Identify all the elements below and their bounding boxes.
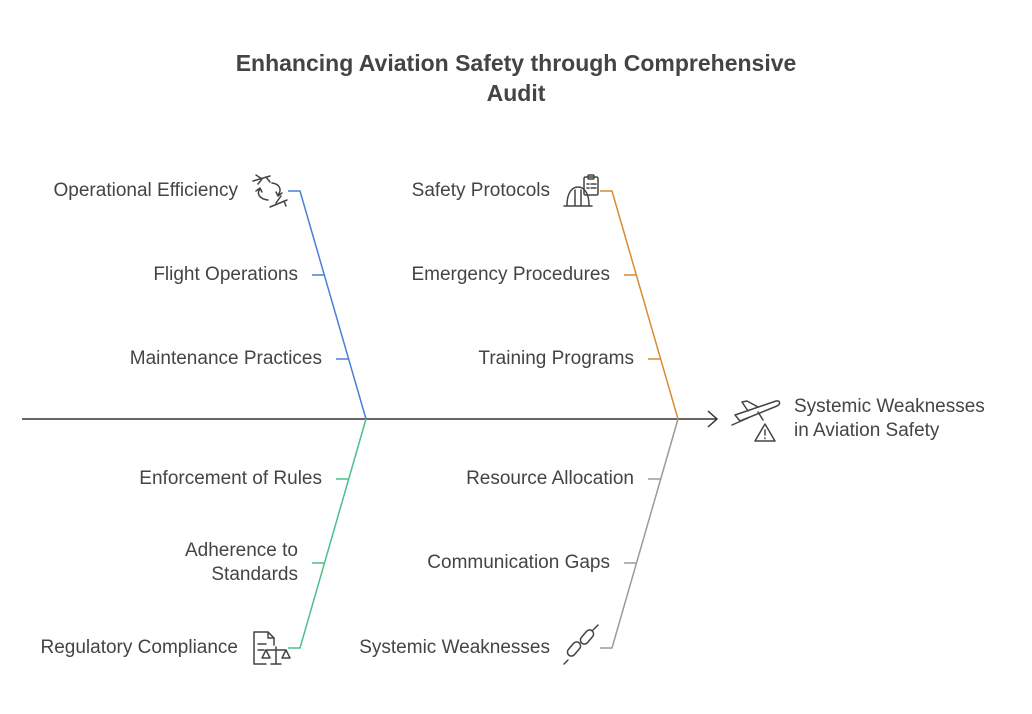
planes-exchange-icon <box>252 174 288 208</box>
broken-chain-icon <box>563 624 599 665</box>
cause-communication-gaps: Communication Gaps <box>427 552 610 573</box>
bone-regulatory-line <box>288 418 367 649</box>
title-line-2: Audit <box>486 80 546 106</box>
cause-flight-operations: Flight Operations <box>153 264 298 285</box>
hardhat-clipboard-icon <box>563 174 599 207</box>
bone-operations <box>288 190 367 420</box>
cause-emergency-procedures: Emergency Procedures <box>411 264 610 285</box>
bone-regulatory-head-label: Regulatory Compliance <box>40 637 239 658</box>
effect-line-1: Systemic Weaknesses <box>794 396 985 417</box>
diagram-title: Enhancing Aviation Safety through Compre… <box>216 48 816 108</box>
bone-safety <box>600 190 679 420</box>
bone-operations-line <box>288 190 367 420</box>
cause-enforcement-of-rules: Enforcement of Rules <box>139 468 322 489</box>
effect-line-2: in Aviation Safety <box>794 420 940 441</box>
spine-arrowhead <box>707 410 719 428</box>
cause-maintenance-practices: Maintenance Practices <box>129 348 322 369</box>
cause-adherence-line-2: Standards <box>211 564 298 585</box>
bone-systemic <box>600 418 679 649</box>
bone-systemic-head-label: Systemic Weaknesses <box>359 637 550 658</box>
cause-training-programs: Training Programs <box>478 348 634 369</box>
bone-safety-line <box>600 190 679 420</box>
bone-operations-head-label: Operational Efficiency <box>53 180 238 201</box>
cause-resource-allocation: Resource Allocation <box>466 468 634 489</box>
cause-adherence-to-standards: Adherence to Standards <box>118 539 298 587</box>
airplane-warning-icon <box>731 400 781 442</box>
document-scales-icon <box>253 631 291 665</box>
bone-systemic-line <box>600 418 679 649</box>
cause-adherence-line-1: Adherence to <box>184 540 298 561</box>
bone-regulatory <box>288 418 367 649</box>
title-line-1: Enhancing Aviation Safety through Compre… <box>235 50 797 76</box>
effect-label: Systemic Weaknesses in Aviation Safety <box>794 395 1014 443</box>
bone-safety-head-label: Safety Protocols <box>411 180 550 201</box>
